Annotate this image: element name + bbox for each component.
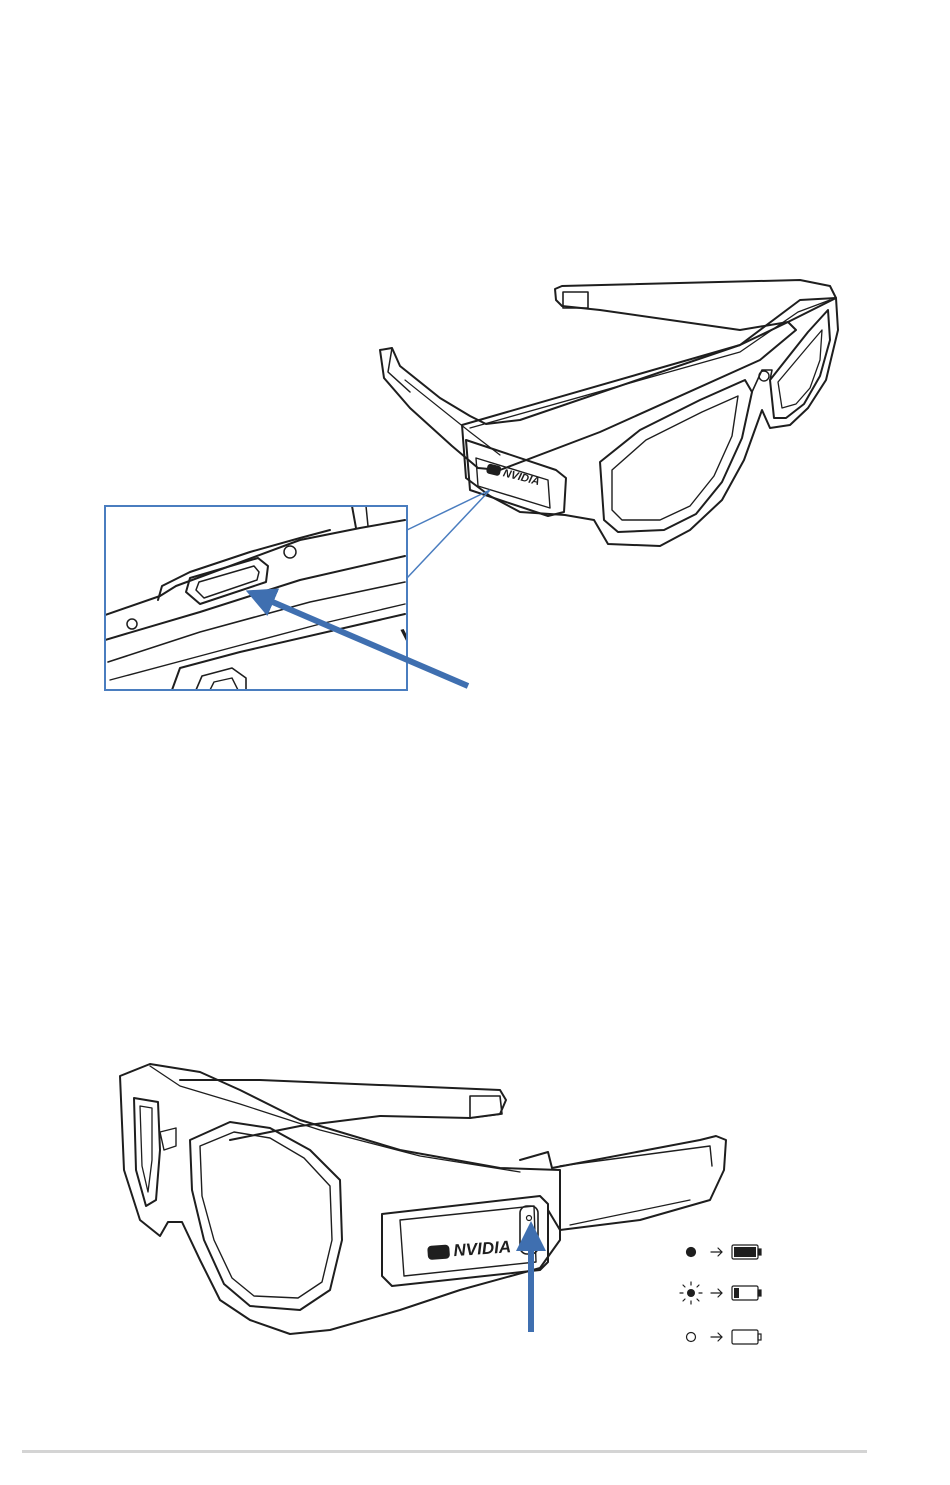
legend-row-empty — [687, 1330, 762, 1344]
battery-legend — [680, 1245, 761, 1344]
legend-row-full — [687, 1245, 762, 1259]
callout-nvidia-wordmark: NVIDIA — [398, 600, 491, 653]
arrow-right-icon — [711, 1248, 722, 1256]
pointer-arrow-icon — [254, 594, 468, 686]
battery-full-fill — [734, 1247, 756, 1257]
glasses-side-view — [380, 280, 838, 546]
led-off-icon — [687, 1333, 696, 1342]
footer-rule — [22, 1450, 867, 1453]
zoom-callout: NVIDIA — [105, 506, 491, 690]
arrow-right-icon — [711, 1333, 722, 1341]
led-blinking-icon — [680, 1282, 702, 1304]
led-solid-icon — [687, 1248, 696, 1257]
arrow-right-icon — [711, 1289, 722, 1297]
nvidia-logo: NVIDIA — [485, 463, 541, 488]
figure-usb-port: NVIDIA — [105, 280, 838, 690]
nvidia-logo-front: NVIDIA — [427, 1237, 512, 1262]
callout-nvidia-logo: NVIDIA — [398, 600, 491, 653]
callout-connector — [407, 490, 490, 578]
battery-empty-icon — [732, 1330, 758, 1344]
legend-row-low — [680, 1282, 761, 1304]
nvidia-eye-icon-front — [427, 1244, 450, 1260]
nvidia-wordmark: NVIDIA — [502, 467, 541, 488]
battery-low-fill — [734, 1288, 739, 1298]
nvidia-wordmark-front: NVIDIA — [453, 1237, 512, 1260]
glasses-front-view — [120, 1064, 726, 1334]
figure-power-led: NVIDIA — [120, 1064, 761, 1344]
battery-led-icon — [527, 1216, 532, 1221]
